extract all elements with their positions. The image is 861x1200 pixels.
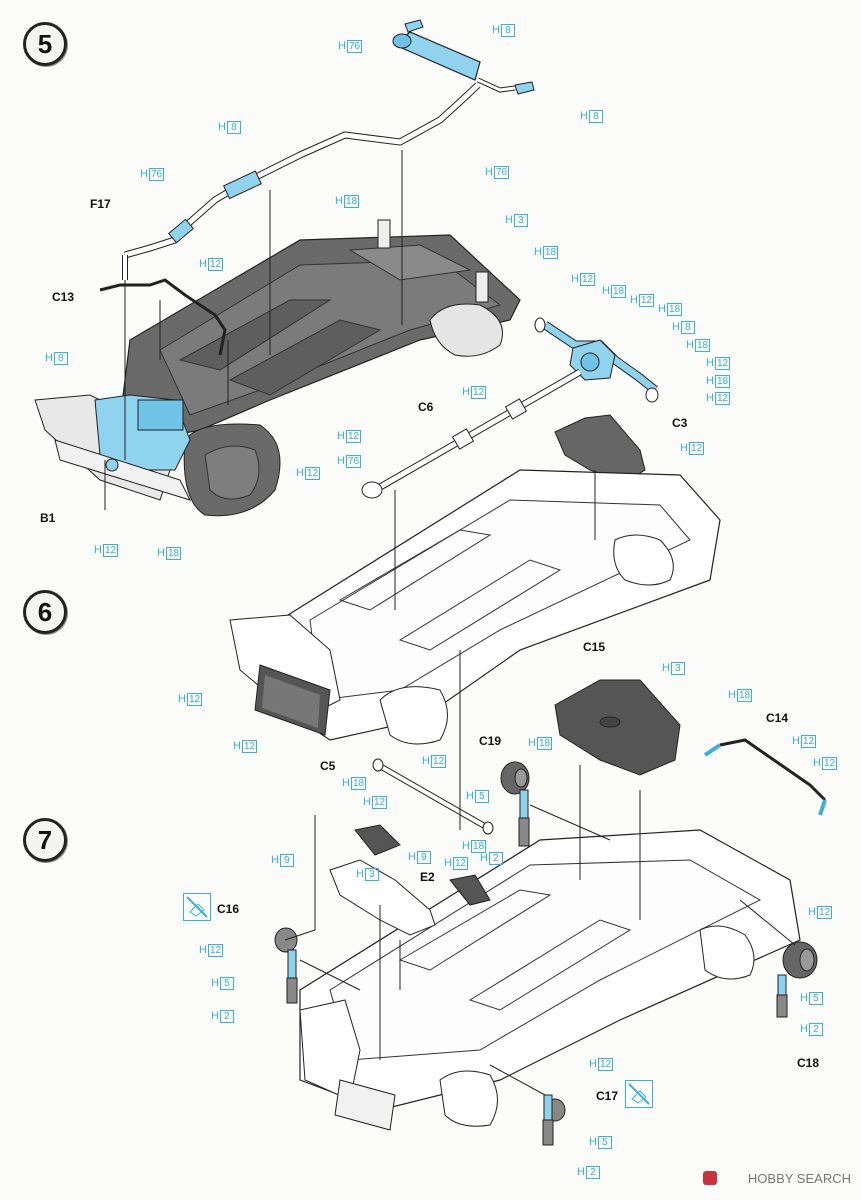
front-crossmember (329, 824, 491, 936)
mount-posts (377, 219, 489, 303)
shaft-c5 (372, 758, 494, 835)
step-5-number: 5 (23, 22, 67, 66)
part-label-c14: C14 (766, 711, 789, 725)
no-paint-icon (183, 893, 211, 921)
shock-c17 (542, 1094, 566, 1146)
part-label-c17: C17 (596, 1089, 619, 1103)
part-label-c13: C13 (52, 290, 75, 304)
rear-muffler (392, 19, 535, 95)
part-label-c16: C16 (217, 902, 240, 916)
engine-block (34, 394, 191, 501)
cover-c3 (554, 414, 646, 483)
chassis-floor-step5 (119, 234, 521, 517)
shock-c18 (776, 941, 818, 1018)
chassis-step6 (229, 469, 721, 745)
propeller-shaft-c6 (361, 368, 582, 499)
part-label-b1: B1 (40, 511, 56, 525)
part-label-e2: E2 (420, 870, 435, 884)
fuel-tank-c15 (554, 679, 681, 776)
stabilizer-c14 (703, 738, 827, 816)
part-label-f17: F17 (90, 197, 111, 211)
guide-arrows-step5 (104, 150, 403, 510)
watermark: HOBBY SEARCH (747, 1171, 851, 1186)
guide-arrows-step7 (284, 765, 796, 1096)
part-label-c5: C5 (320, 759, 336, 773)
part-label-c19: C19 (479, 734, 502, 748)
step-7-number: 7 (23, 818, 67, 862)
watermark-logo-mark (703, 1171, 717, 1185)
guide-arrows-step6 (394, 470, 596, 830)
part-label-c15: C15 (583, 640, 606, 654)
exhaust-pipe (122, 82, 481, 280)
part-label-c6: C6 (418, 400, 434, 414)
shock-c19 (500, 761, 530, 847)
step-6-number: 6 (23, 590, 67, 634)
no-paint-icon (625, 1080, 653, 1108)
part-label-c18: C18 (797, 1056, 820, 1070)
part-label-c3: C3 (672, 416, 688, 430)
chassis-step7 (299, 829, 801, 1131)
rear-axle (534, 317, 659, 403)
